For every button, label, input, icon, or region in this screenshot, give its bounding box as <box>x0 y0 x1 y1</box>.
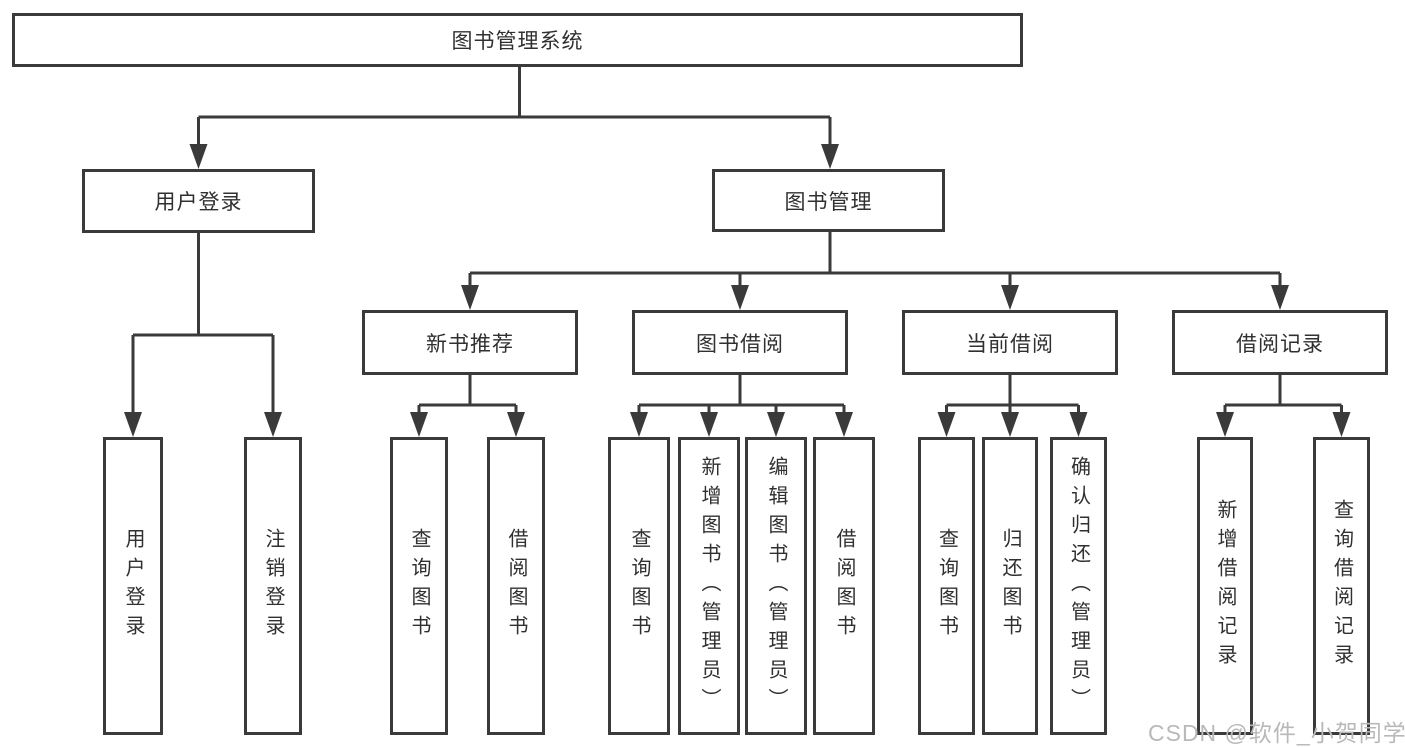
node-borrow-records-label: 借阅记录 <box>1236 332 1324 356</box>
node-current-borrow-label: 当前借阅 <box>966 332 1054 356</box>
node-new-book-recommend-label: 新书推荐 <box>426 332 514 356</box>
node-borrow-records: 借阅记录 <box>1172 310 1388 375</box>
leaf-label: 注销登录 <box>262 528 284 644</box>
leaf-confirm-return-admin: 确认归还（管理员） <box>1050 437 1107 735</box>
node-user-login-label: 用户登录 <box>154 191 243 214</box>
node-book-borrow-label: 图书借阅 <box>696 332 784 356</box>
leaf-label: 借阅图书 <box>833 528 855 644</box>
leaf-add-borrow-record: 新增借阅记录 <box>1197 437 1253 735</box>
leaf-return-book: 归还图书 <box>982 437 1038 735</box>
leaf-label: 归还图书 <box>999 528 1021 644</box>
leaf-label: 新增图书（管理员） <box>698 455 720 717</box>
leaf-query-books-borrow: 查询图书 <box>608 437 670 735</box>
connector-bookmgmt-to-level3 <box>461 232 1289 310</box>
leaf-label: 查询图书 <box>408 528 430 644</box>
leaf-label: 用户登录 <box>122 528 144 644</box>
node-book-management: 图书管理 <box>712 169 945 232</box>
leaf-query-borrow-record: 查询借阅记录 <box>1313 437 1370 735</box>
csdn-watermark: CSDN @软件_小贺同学 <box>1148 720 1405 746</box>
leaf-borrow-books: 借阅图书 <box>813 437 875 735</box>
node-user-login: 用户登录 <box>82 169 315 233</box>
connector-root-to-level2 <box>189 67 839 169</box>
node-book-management-label: 图书管理 <box>784 190 873 214</box>
leaf-label: 查询图书 <box>628 528 650 644</box>
leaf-label: 查询图书 <box>935 528 958 644</box>
node-book-borrow: 图书借阅 <box>632 310 848 375</box>
leaf-borrow-books-recommend: 借阅图书 <box>487 437 545 735</box>
node-current-borrow: 当前借阅 <box>902 310 1118 375</box>
leaf-label: 确认归还（管理员） <box>1067 455 1090 717</box>
node-root-label: 图书管理系统 <box>451 30 584 53</box>
leaf-label: 查询借阅记录 <box>1330 499 1353 673</box>
leaf-user-login: 用户登录 <box>103 437 163 735</box>
leaf-label: 编辑图书（管理员） <box>765 455 787 717</box>
leaf-edit-book-admin: 编辑图书（管理员） <box>745 437 807 735</box>
node-root: 图书管理系统 <box>12 13 1023 67</box>
node-new-book-recommend: 新书推荐 <box>362 310 578 375</box>
connector-userlogin-to-leaves <box>124 233 282 437</box>
leaf-label: 新增借阅记录 <box>1214 499 1236 673</box>
leaf-label: 借阅图书 <box>505 528 527 644</box>
leaf-logout: 注销登录 <box>244 437 302 735</box>
leaf-query-books-recommend: 查询图书 <box>390 437 448 735</box>
leaf-add-book-admin: 新增图书（管理员） <box>678 437 740 735</box>
connector-borrowrecords-to-leaves <box>1216 375 1351 437</box>
connector-newbook-to-leaves <box>410 375 525 437</box>
connector-bookborrow-to-leaves <box>630 375 853 437</box>
leaf-query-books-current: 查询图书 <box>918 437 975 735</box>
connector-currentborrow-to-leaves <box>937 375 1088 437</box>
